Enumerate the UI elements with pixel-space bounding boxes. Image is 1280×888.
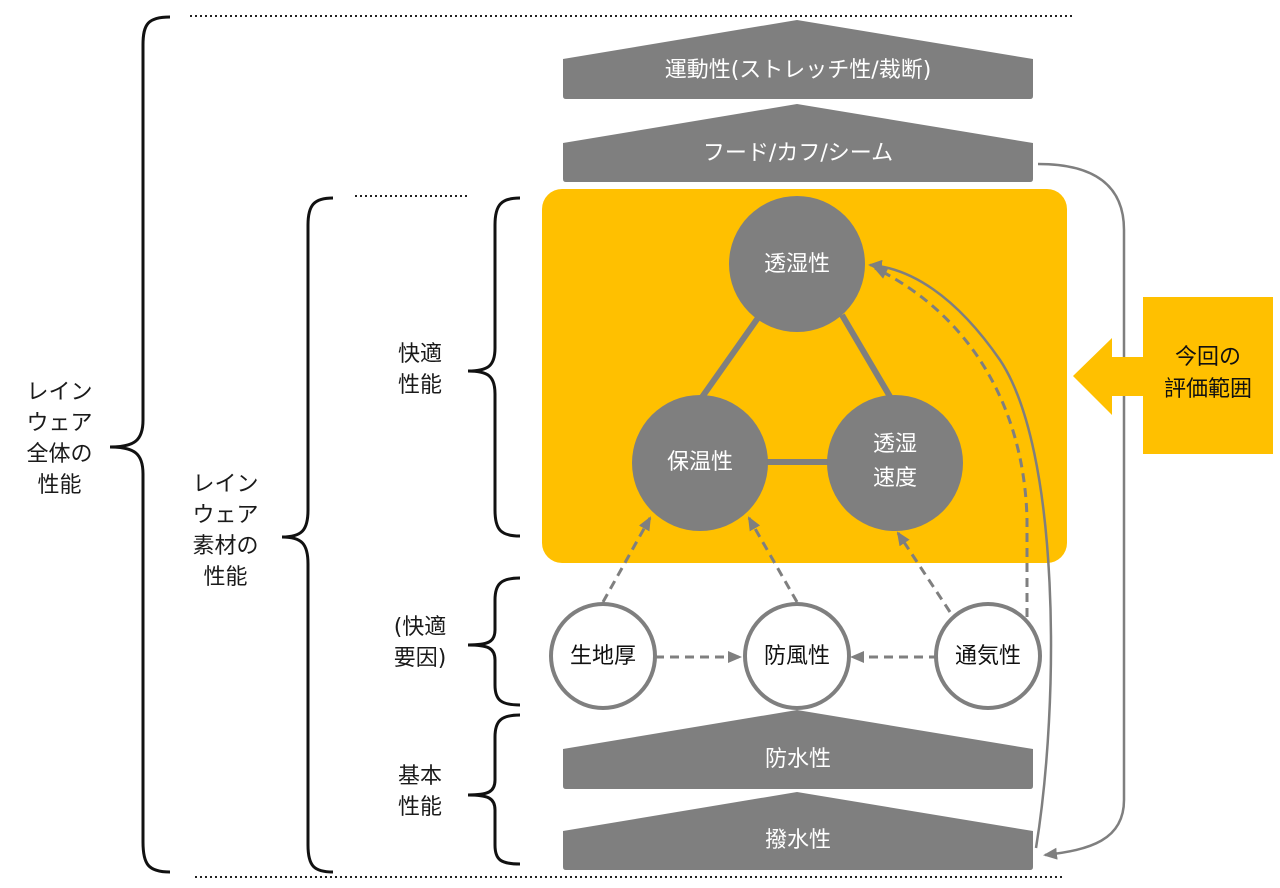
label-material-performance: レイン ウェア 素材の 性能 [192, 472, 259, 590]
node-thickness [549, 602, 657, 710]
node-moisture-rate [827, 395, 963, 531]
node-insulation-label: 保温性 [666, 450, 733, 475]
curve-hood-to-repellent [1037, 162, 1126, 860]
dash-thickness-to-insulation [601, 516, 652, 603]
bar-hood-label: フード/カフ/シーム [702, 141, 894, 166]
node-thickness-label: 生地厚 [569, 644, 636, 669]
brace-material [281, 196, 334, 874]
bar-mobility-label: 運動性(ストレッチ性/裁断) [664, 58, 932, 83]
scope-box [1143, 297, 1273, 454]
brace-whole [109, 15, 171, 874]
node-breathability-label: 透湿性 [763, 252, 830, 277]
link-breath-insulation [697, 313, 763, 402]
node-air-permeability-label: 通気性 [954, 644, 1021, 669]
label-whole-performance: レイン ウェア 全体の 性能 [26, 380, 93, 498]
bar-waterproof [563, 710, 1033, 789]
node-insulation [632, 395, 768, 531]
label-basic-performance: 基本 性能 [397, 764, 442, 820]
curve-repellent-to-breath [868, 259, 1053, 849]
node-breathability [729, 196, 865, 332]
node-windproof [743, 602, 851, 710]
scope-label: 今回の 評価範囲 [1163, 345, 1252, 402]
dash-air-to-breath [873, 266, 1029, 617]
bar-waterproof-label: 防水性 [764, 747, 831, 772]
dash-windproof-to-insulation [747, 516, 799, 603]
label-comfort-factors: (快適 要因) [393, 615, 447, 671]
dash-air-to-rate [896, 531, 952, 613]
node-windproof-label: 防風性 [763, 644, 830, 669]
left-arrow-icon [1073, 338, 1143, 415]
brace-basic [467, 713, 521, 866]
bar-hood [563, 104, 1033, 182]
link-breath-rate [839, 313, 895, 402]
brace-comfort-factors [467, 576, 521, 707]
node-air-permeability [934, 602, 1042, 710]
brace-comfort [467, 196, 521, 538]
label-comfort-performance: 快適 性能 [397, 342, 442, 398]
node-moisture-rate-label: 透湿 速度 [872, 432, 917, 491]
bar-water-repellent [563, 792, 1033, 870]
bar-mobility [563, 20, 1033, 99]
bar-water-repellent-label: 撥水性 [764, 828, 831, 853]
